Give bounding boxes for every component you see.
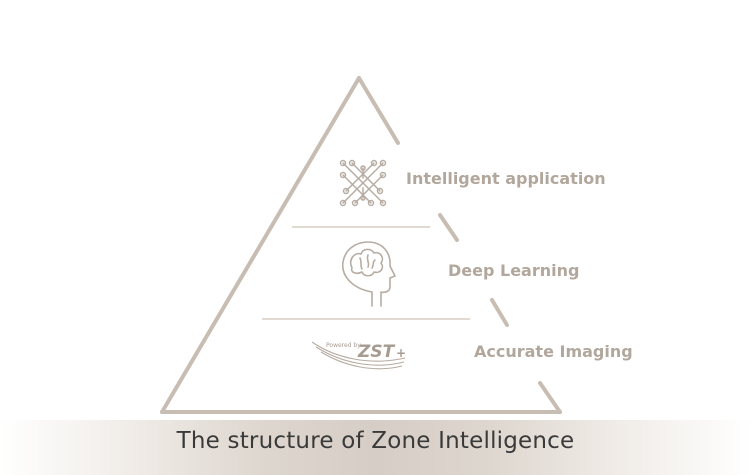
circuit-icon — [339, 159, 387, 207]
logo-powered-by: Powered by — [326, 342, 361, 349]
layer-label-accurate-imaging: Accurate Imaging — [474, 342, 633, 361]
logo-swoosh — [311, 341, 406, 370]
zst-logo-icon: Powered by ZST + — [311, 341, 406, 370]
layer-dividers — [262, 226, 470, 320]
layer-label-deep-learning: Deep Learning — [448, 261, 579, 280]
caption-background — [0, 420, 751, 475]
layer-label-intelligent-application: Intelligent application — [406, 169, 606, 188]
pyramid-right-edge-top — [357, 76, 400, 145]
brain-head-icon — [341, 241, 396, 307]
logo-suffix: + — [396, 346, 406, 360]
logo-brand: ZST — [357, 342, 396, 362]
pyramid-left-edge — [160, 76, 361, 414]
pyramid-right-edge-lower — [490, 298, 509, 327]
diagram-caption: The structure of Zone Intelligence — [176, 428, 575, 454]
pyramid-right-edge-bottom — [538, 381, 562, 414]
pyramid-outline — [160, 76, 562, 414]
pyramid-right-edge-mid — [438, 213, 459, 242]
